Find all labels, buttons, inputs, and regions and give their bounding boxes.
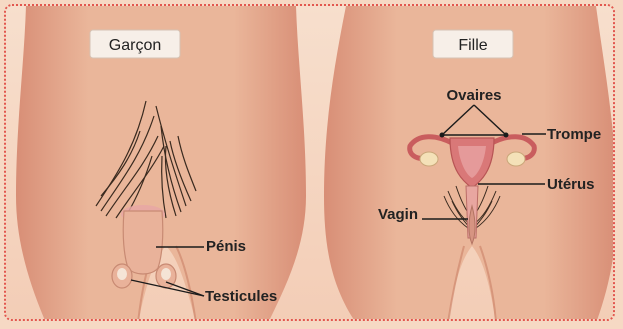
penis-label: Pénis: [206, 238, 246, 255]
uterus-label: Utérus: [547, 176, 595, 193]
girl-title: Fille: [458, 37, 487, 54]
testicles-label: Testicules: [205, 288, 277, 305]
ovaries-label: Ovaires: [446, 87, 501, 104]
girl-ovary-right: [507, 152, 525, 166]
diagram-frame: Garçon Pénis Testicules: [4, 4, 615, 321]
anatomy-figure: Garçon Pénis Testicules: [6, 6, 615, 321]
boy-testicle-right-inner: [161, 268, 171, 280]
ovaries-dot-right: [504, 133, 509, 138]
boy-panel: Garçon Pénis Testicules: [16, 6, 306, 321]
girl-ovary-left: [420, 152, 438, 166]
vagina-label: Vagin: [378, 206, 418, 223]
boy-testicle-left-inner: [117, 268, 127, 280]
tube-label: Trompe: [547, 126, 601, 143]
boy-penis: [123, 211, 163, 274]
boy-title: Garçon: [109, 37, 161, 54]
ovaries-dot-left: [440, 133, 445, 138]
